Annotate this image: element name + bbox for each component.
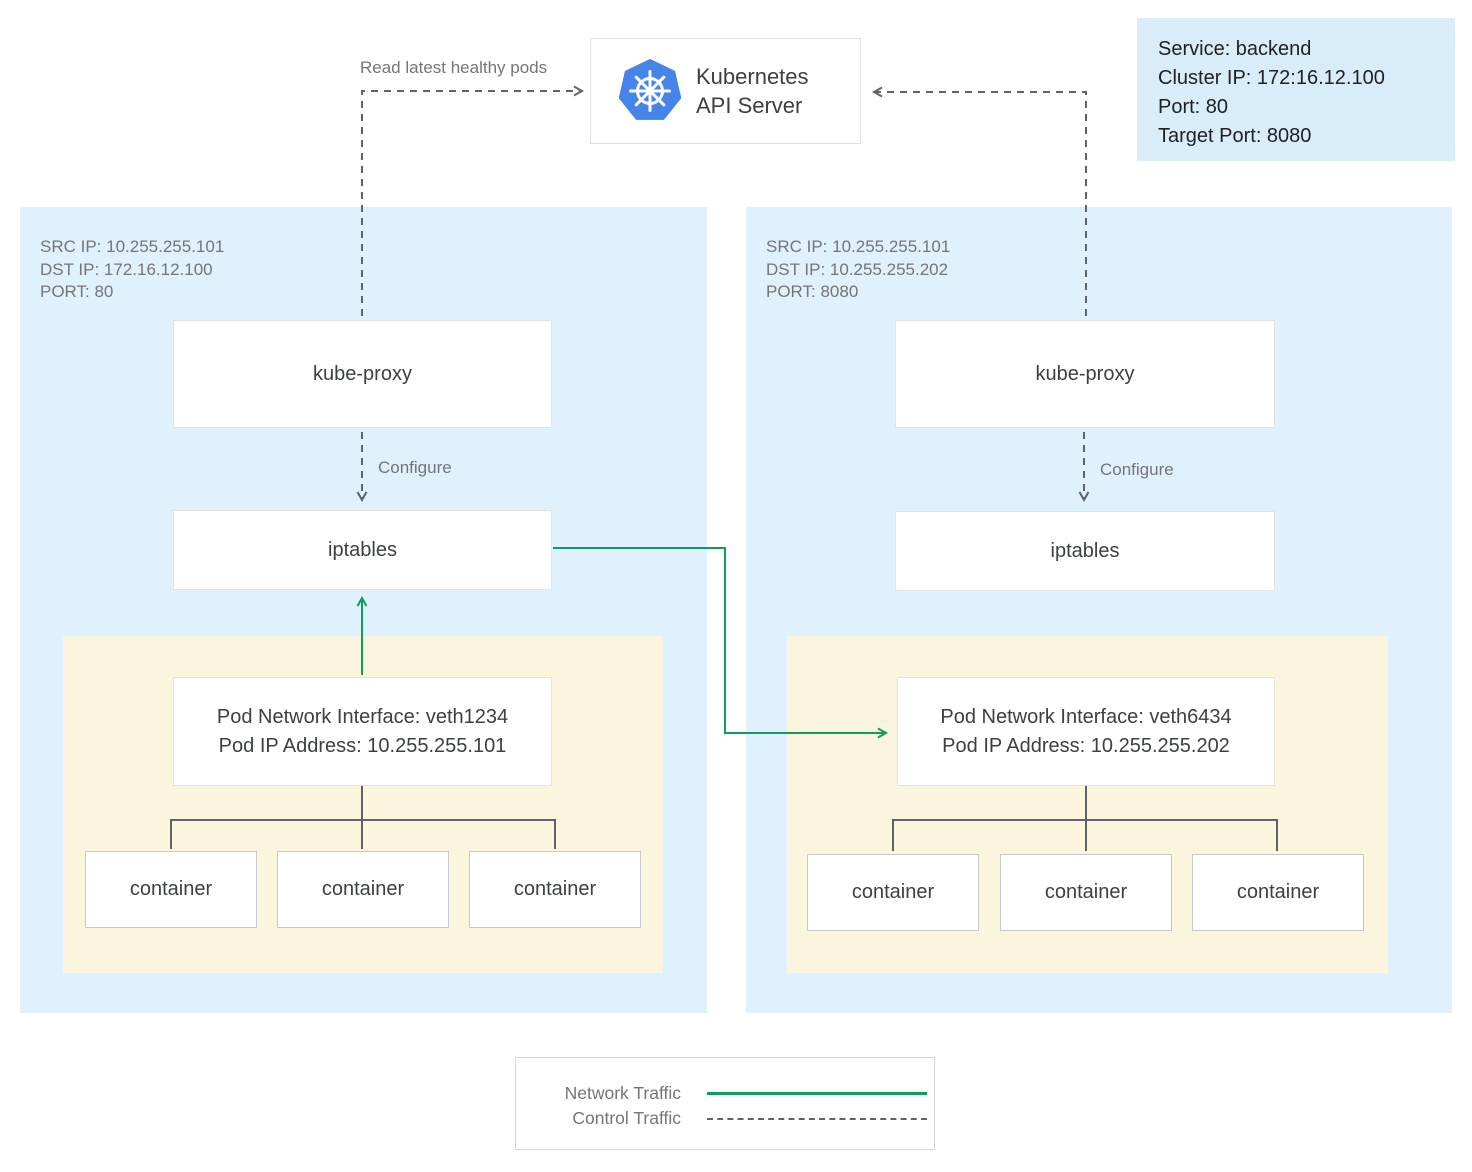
service-target-port: Target Port: 8080 xyxy=(1158,125,1312,147)
service-port: Port: 80 xyxy=(1158,96,1229,118)
container-box: container xyxy=(85,851,257,928)
configure-label-right: Configure xyxy=(1100,460,1174,479)
pod-network-interface-left: Pod Network Interface: veth1234 Pod IP A… xyxy=(173,677,552,786)
container-box: container xyxy=(469,851,641,928)
node-left-dst-ip: DST IP: 172.16.12.100 xyxy=(40,259,213,279)
node-left-meta: SRC IP: 10.255.255.101 DST IP: 172.16.12… xyxy=(40,236,224,304)
iptables-box-right: iptables xyxy=(895,511,1275,591)
node-left-src-ip: SRC IP: 10.255.255.101 xyxy=(40,237,225,256)
configure-label-left: Configure xyxy=(378,458,452,477)
container-box: container xyxy=(1000,854,1172,931)
legend-network-traffic-label: Network Traffic xyxy=(564,1083,681,1103)
pod-right-interface-line: Pod Network Interface: veth6434 xyxy=(940,705,1232,728)
legend-control-traffic-line xyxy=(707,1117,927,1120)
pod-left-interface-line: Pod Network Interface: veth1234 xyxy=(216,705,509,728)
service-cluster-ip: Cluster IP: 172:16.12.100 xyxy=(1158,67,1385,89)
iptables-box-left: iptables xyxy=(173,510,552,590)
service-info-card: Service: backend Cluster IP: 172:16.12.1… xyxy=(1137,18,1455,161)
kubernetes-logo-icon xyxy=(618,59,682,120)
kube-proxy-box-right: kube-proxy xyxy=(895,320,1275,428)
node-right-meta: SRC IP: 10.255.255.101 DST IP: 10.255.25… xyxy=(766,236,950,304)
container-box: container xyxy=(1192,854,1364,931)
legend: Network Traffic Control Traffic xyxy=(515,1057,935,1150)
legend-network-traffic-line xyxy=(707,1092,927,1095)
container-box: container xyxy=(277,851,449,928)
kube-proxy-box-left: kube-proxy xyxy=(173,320,552,428)
service-name: Service: backend xyxy=(1158,38,1312,60)
pod-network-interface-right: Pod Network Interface: veth6434 Pod IP A… xyxy=(897,677,1275,786)
node-left-port: PORT: 80 xyxy=(40,282,114,301)
container-box: container xyxy=(807,854,979,931)
legend-row-control: Control Traffic xyxy=(516,1106,934,1131)
read-latest-healthy-pods-label: Read latest healthy pods xyxy=(360,58,548,77)
pod-left-ip-line: Pod IP Address: 10.255.255.101 xyxy=(218,734,507,757)
kubernetes-api-server-box: Kubernetes API Server xyxy=(590,38,861,144)
api-server-label-line2: API Server xyxy=(696,93,803,118)
pod-right-ip-line: Pod IP Address: 10.255.255.202 xyxy=(942,734,1230,757)
node-right-port: PORT: 8080 xyxy=(766,282,859,301)
api-server-label-line1: Kubernetes xyxy=(696,64,809,89)
node-right-dst-ip: DST IP: 10.255.255.202 xyxy=(766,259,949,279)
legend-row-network: Network Traffic xyxy=(516,1081,934,1106)
node-right-src-ip: SRC IP: 10.255.255.101 xyxy=(766,237,951,256)
legend-control-traffic-label: Control Traffic xyxy=(572,1108,681,1128)
api-server-label: Kubernetes API Server xyxy=(696,62,809,120)
